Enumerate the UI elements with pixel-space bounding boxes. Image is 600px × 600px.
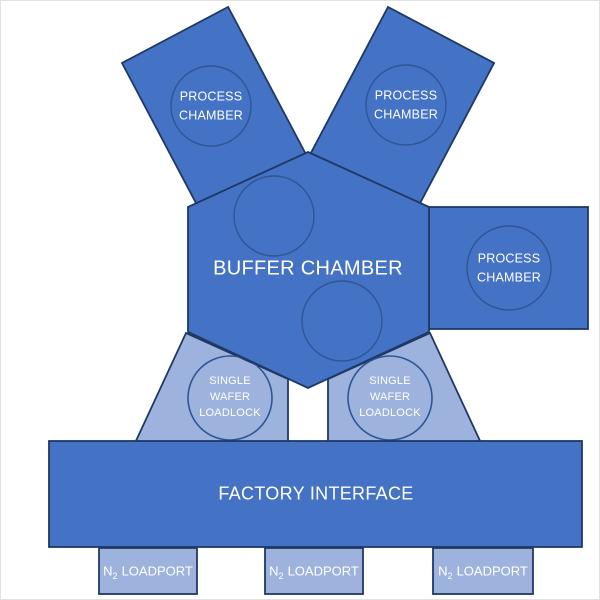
loadlock-right-label: SINGLE WAFER LOADLOCK xyxy=(359,375,421,419)
loadport-3-name: LOADPORT xyxy=(456,563,528,579)
loadport-2-subscript: 2 xyxy=(278,571,284,582)
loadport-2-shape xyxy=(264,547,364,595)
loadlock-left-label: SINGLE WAFER LOADLOCK xyxy=(199,375,261,419)
loadlock-right-wafer-circle xyxy=(347,355,433,441)
factory-interface-label: FACTORY INTERFACE xyxy=(218,483,414,504)
process-chamber-upper-right-label: PROCESS CHAMBER xyxy=(374,88,438,121)
loadport-1-shape xyxy=(98,547,198,595)
process-chamber-upper-left-label: PROCESS CHAMBER xyxy=(179,89,243,122)
process-chamber-right-shape xyxy=(427,206,589,330)
loadport-1-subscript: 2 xyxy=(112,571,118,582)
process-chamber-upper-left-wafer-circle xyxy=(170,65,252,147)
factory-interface-shape xyxy=(48,440,583,548)
loadport-3-shape xyxy=(432,547,534,595)
process-chamber-upper-right-wafer-circle xyxy=(365,64,447,146)
loadport-2-gas: N xyxy=(269,563,279,579)
loadport-3-gas: N xyxy=(438,563,448,579)
loadport-2-name: LOADPORT xyxy=(287,563,359,579)
buffer-chamber-wafer-circle-bottom xyxy=(301,280,383,362)
buffer-chamber-wafer-circle-top xyxy=(233,175,315,257)
buffer-chamber-shape xyxy=(187,151,430,389)
loadport-3-subscript: 2 xyxy=(447,571,453,582)
process-chamber-right-wafer-circle xyxy=(466,225,552,311)
process-chamber-right-label: PROCESS CHAMBER xyxy=(477,251,541,284)
buffer-chamber-label: BUFFER CHAMBER xyxy=(213,257,403,280)
loadport-1-name: LOADPORT xyxy=(121,563,193,579)
loadport-1-gas: N xyxy=(103,563,113,579)
loadlock-left-wafer-circle xyxy=(187,355,273,441)
